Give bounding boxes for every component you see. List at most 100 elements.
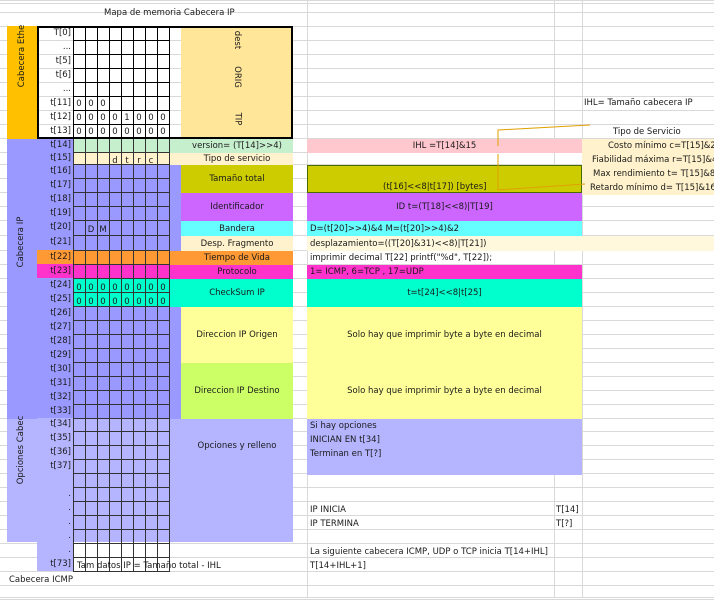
bit-cell[interactable] (157, 178, 170, 193)
bit-cell[interactable] (157, 192, 170, 207)
bit-value: 0 (88, 127, 94, 137)
row-label: t[33] (37, 404, 73, 418)
siguiente-cabecera: La siguiente cabecera ICMP, UDP o TCP in… (310, 547, 548, 557)
grid-hline (0, 82, 714, 83)
bit-cell[interactable] (157, 529, 170, 544)
bit-cell[interactable] (157, 487, 170, 502)
bit-cell[interactable] (157, 320, 170, 335)
bit-cell[interactable] (157, 390, 170, 405)
grid-hline (0, 110, 714, 111)
bit-cell[interactable] (157, 264, 170, 279)
bit-value: M (99, 225, 107, 235)
field-protocolo: Protocolo (181, 265, 293, 279)
grid-vline (582, 0, 583, 597)
bit-cell[interactable] (157, 418, 170, 432)
field-ip-destino-label: Direccion IP Destino (194, 386, 280, 396)
bit-cell[interactable] (157, 362, 170, 377)
bit-cell[interactable] (157, 557, 170, 572)
bit-cell[interactable] (157, 250, 170, 265)
bit-cell[interactable] (157, 459, 170, 474)
bit-cell[interactable] (157, 431, 170, 446)
grid-hline (0, 264, 714, 265)
bit-value: 0 (124, 127, 130, 137)
note-rendimiento: Max rendimiento t= T[15]&8 (593, 169, 714, 179)
field-ip-origen: Direccion IP Origen (181, 307, 293, 363)
formula-ip-origen-text: Solo hay que imprimir byte a byte en dec… (347, 330, 542, 340)
bit-cell[interactable] (157, 206, 170, 221)
field-opciones: Opciones y relleno (181, 419, 293, 542)
grid-hline (0, 501, 714, 502)
row-label: T[0] (53, 28, 71, 38)
ethernet-side-label: Cabecera Ethe (17, 24, 27, 88)
bit-cell[interactable] (157, 334, 170, 349)
row-label: t[12] (50, 112, 71, 122)
formula-opc3-text: Terminan en T[?] (310, 449, 382, 459)
field-desp-label: Desp. Fragmento (200, 238, 274, 249)
row-label: . (37, 529, 73, 543)
field-identificador: Identificador (181, 193, 293, 221)
bit-cell[interactable] (157, 404, 170, 419)
options-side-label: Opciones Cabec (16, 415, 26, 485)
grid-hline (0, 543, 714, 544)
formula-ip-origen: Solo hay que imprimir byte a byte en dec… (307, 307, 582, 363)
bit-cell[interactable] (157, 348, 170, 363)
sheet-title: Mapa de memoria Cabecera IP (104, 8, 235, 18)
bit-cell[interactable] (157, 138, 170, 153)
field-opciones-label: Opciones y relleno (197, 441, 277, 451)
row-label: t[20] (37, 220, 73, 235)
row-label: t[18] (37, 192, 73, 206)
note-retardo: Retardo mínimo d= T[15]&16 (590, 183, 714, 193)
bit-value: 0 (160, 127, 166, 137)
bit-value: 0 (112, 283, 118, 293)
row-label: t[26] (37, 306, 73, 320)
bit-value: 0 (76, 127, 82, 137)
field-servicio-label: Tipo de servicio (203, 154, 271, 164)
formula-checksum-text: t=t[24]<<8|t[25] (407, 288, 482, 298)
grid-hline (0, 557, 714, 558)
bit-value: 0 (76, 113, 82, 123)
bit-value: 0 (136, 283, 142, 293)
field-identificador-label: Identificador (210, 202, 264, 212)
formula-checksum: t=t[24]<<8|t[25] (307, 279, 582, 307)
bit-value: 0 (136, 127, 142, 137)
row-label: t[73] (37, 557, 73, 571)
bit-cell[interactable] (157, 473, 170, 488)
grid-hline (0, 40, 714, 41)
row-label: t[30] (37, 362, 73, 376)
bit-cell[interactable] (157, 501, 170, 516)
field-tam-total-label: Tamaño total (209, 174, 265, 184)
row-label: t[25] (37, 292, 73, 306)
bits-bg-options (73, 419, 181, 542)
field-bandera: Bandera (181, 221, 293, 236)
bit-cell[interactable] (157, 445, 170, 460)
row-label: t[17] (37, 178, 73, 192)
row-label: t[36] (37, 445, 73, 459)
bit-value: 0 (160, 113, 166, 123)
bit-value: 0 (100, 283, 106, 293)
bit-cell[interactable] (157, 220, 170, 236)
bit-cell[interactable] (157, 164, 170, 179)
bit-cell[interactable] (157, 235, 170, 251)
formula-ip-destino: Solo hay que imprimir byte a byte en dec… (307, 363, 582, 419)
formula-opciones: Si hay opciones INICIAN EN t[34] Termina… (307, 419, 582, 475)
field-ttl-label: Tiempo de Vida (203, 253, 271, 263)
row-label: t[27] (37, 320, 73, 334)
row-label: t[35] (37, 431, 73, 445)
bit-cell[interactable] (157, 543, 170, 558)
bit-cell[interactable] (157, 376, 170, 391)
row-label: t[15] (37, 152, 73, 164)
row-label: ... (62, 42, 71, 52)
tipo-servicio-box (582, 139, 714, 195)
bits-bg-t15 (73, 153, 181, 165)
ip-termina-label: IP TERMINA (310, 519, 359, 529)
bit-value: c (148, 156, 154, 166)
row-label: t[5] (55, 56, 71, 66)
formula-ttl: imprimir decimal T[22] printf("%d", T[22… (307, 251, 582, 265)
bit-cell[interactable] (157, 306, 170, 321)
bit-value: d (112, 156, 118, 166)
row-label: t[24] (37, 278, 73, 292)
bits-bg-t22 (73, 251, 181, 265)
row-label: ... (62, 84, 71, 94)
formula-desp-text: desplazamiento=((T[20]&31)<<8)|T[21]) (310, 239, 487, 249)
bit-cell[interactable] (157, 515, 170, 530)
